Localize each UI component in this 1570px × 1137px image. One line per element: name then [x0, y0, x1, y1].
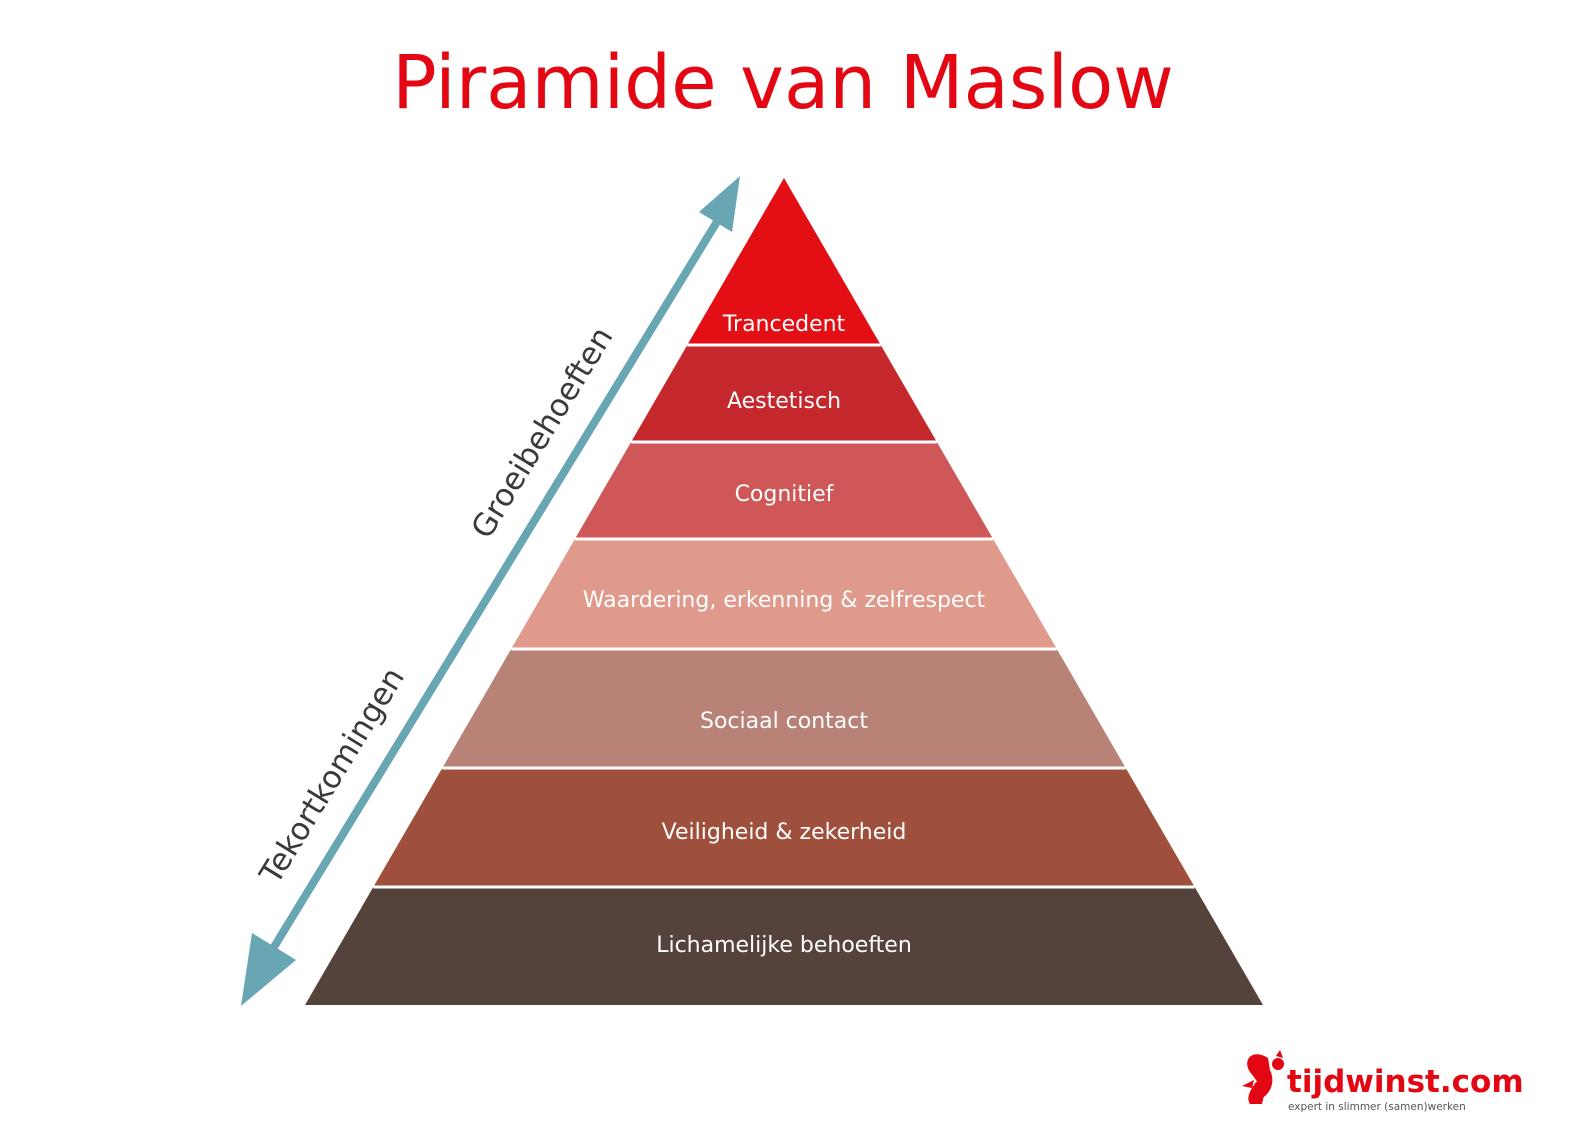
brand-name: tijdwinst.com	[1287, 1064, 1524, 1100]
layer-veiligheid	[373, 768, 1195, 887]
layer-sociaal-contact	[442, 649, 1126, 768]
layer-label-trancedent: Trancedent	[722, 312, 846, 337]
layer-lichamelijke-behoeften	[305, 887, 1263, 1005]
layer-waardering	[511, 539, 1057, 649]
brand-logo: tijdwinst.com expert in slimmer (samen)w…	[1242, 1050, 1524, 1113]
layer-label-waardering: Waardering, erkenning & zelfrespect	[583, 588, 986, 613]
layer-label-veiligheid: Veiligheid & zekerheid	[662, 820, 907, 845]
layer-label-aestetisch: Aestetisch	[727, 389, 841, 414]
pyramid	[305, 178, 1263, 1005]
layer-label-sociaal-contact: Sociaal contact	[700, 709, 868, 734]
layer-label-cognitief: Cognitief	[735, 482, 835, 507]
double-arrow-icon	[241, 176, 740, 1006]
pyramid-labels: Trancedent Aestetisch Cognitief Waarderi…	[583, 312, 986, 958]
layer-aestetisch	[631, 345, 937, 442]
layer-trancedent	[687, 178, 881, 345]
page-title: Piramide van Maslow	[392, 40, 1174, 126]
brand-tagline: expert in slimmer (samen)werken	[1288, 1101, 1466, 1113]
layer-cognitief	[574, 442, 994, 539]
layer-label-lichamelijke-behoeften: Lichamelijke behoeften	[656, 933, 912, 958]
squirrel-icon	[1242, 1050, 1284, 1104]
